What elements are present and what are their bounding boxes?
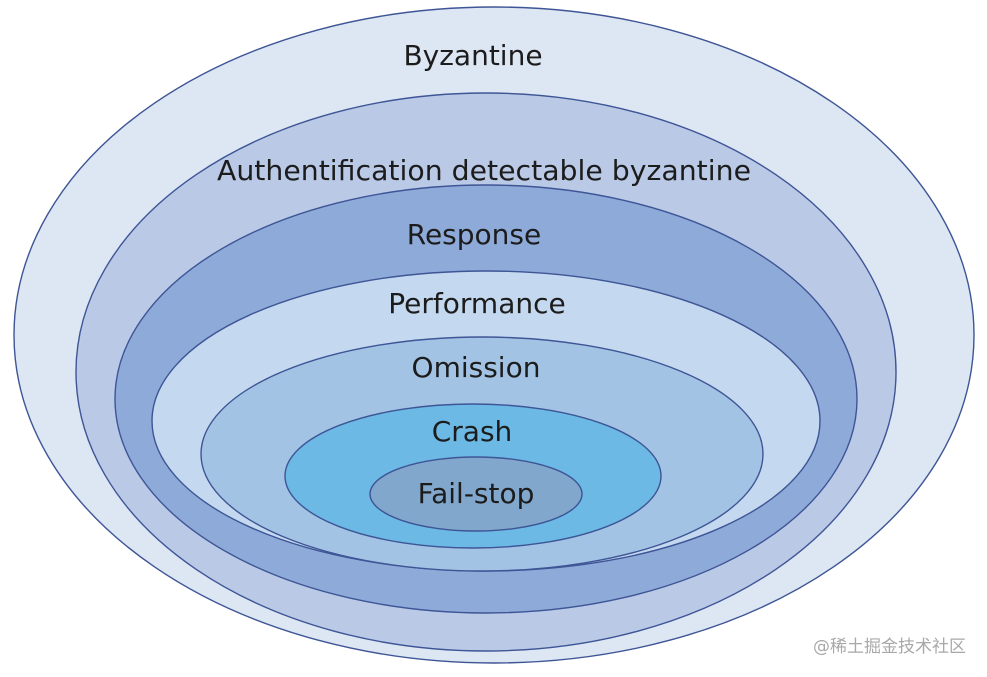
- label-crash: Crash: [432, 415, 513, 448]
- label-omission: Omission: [412, 351, 541, 384]
- label-auth-byzantine: Authentification detectable byzantine: [217, 154, 751, 187]
- label-byzantine: Byzantine: [403, 39, 542, 72]
- label-response: Response: [407, 218, 541, 251]
- label-fail-stop: Fail-stop: [418, 477, 535, 510]
- label-performance: Performance: [388, 287, 565, 320]
- watermark-text: @稀土掘金技术社区: [813, 637, 966, 657]
- ellipse-fail-stop: [369, 456, 583, 532]
